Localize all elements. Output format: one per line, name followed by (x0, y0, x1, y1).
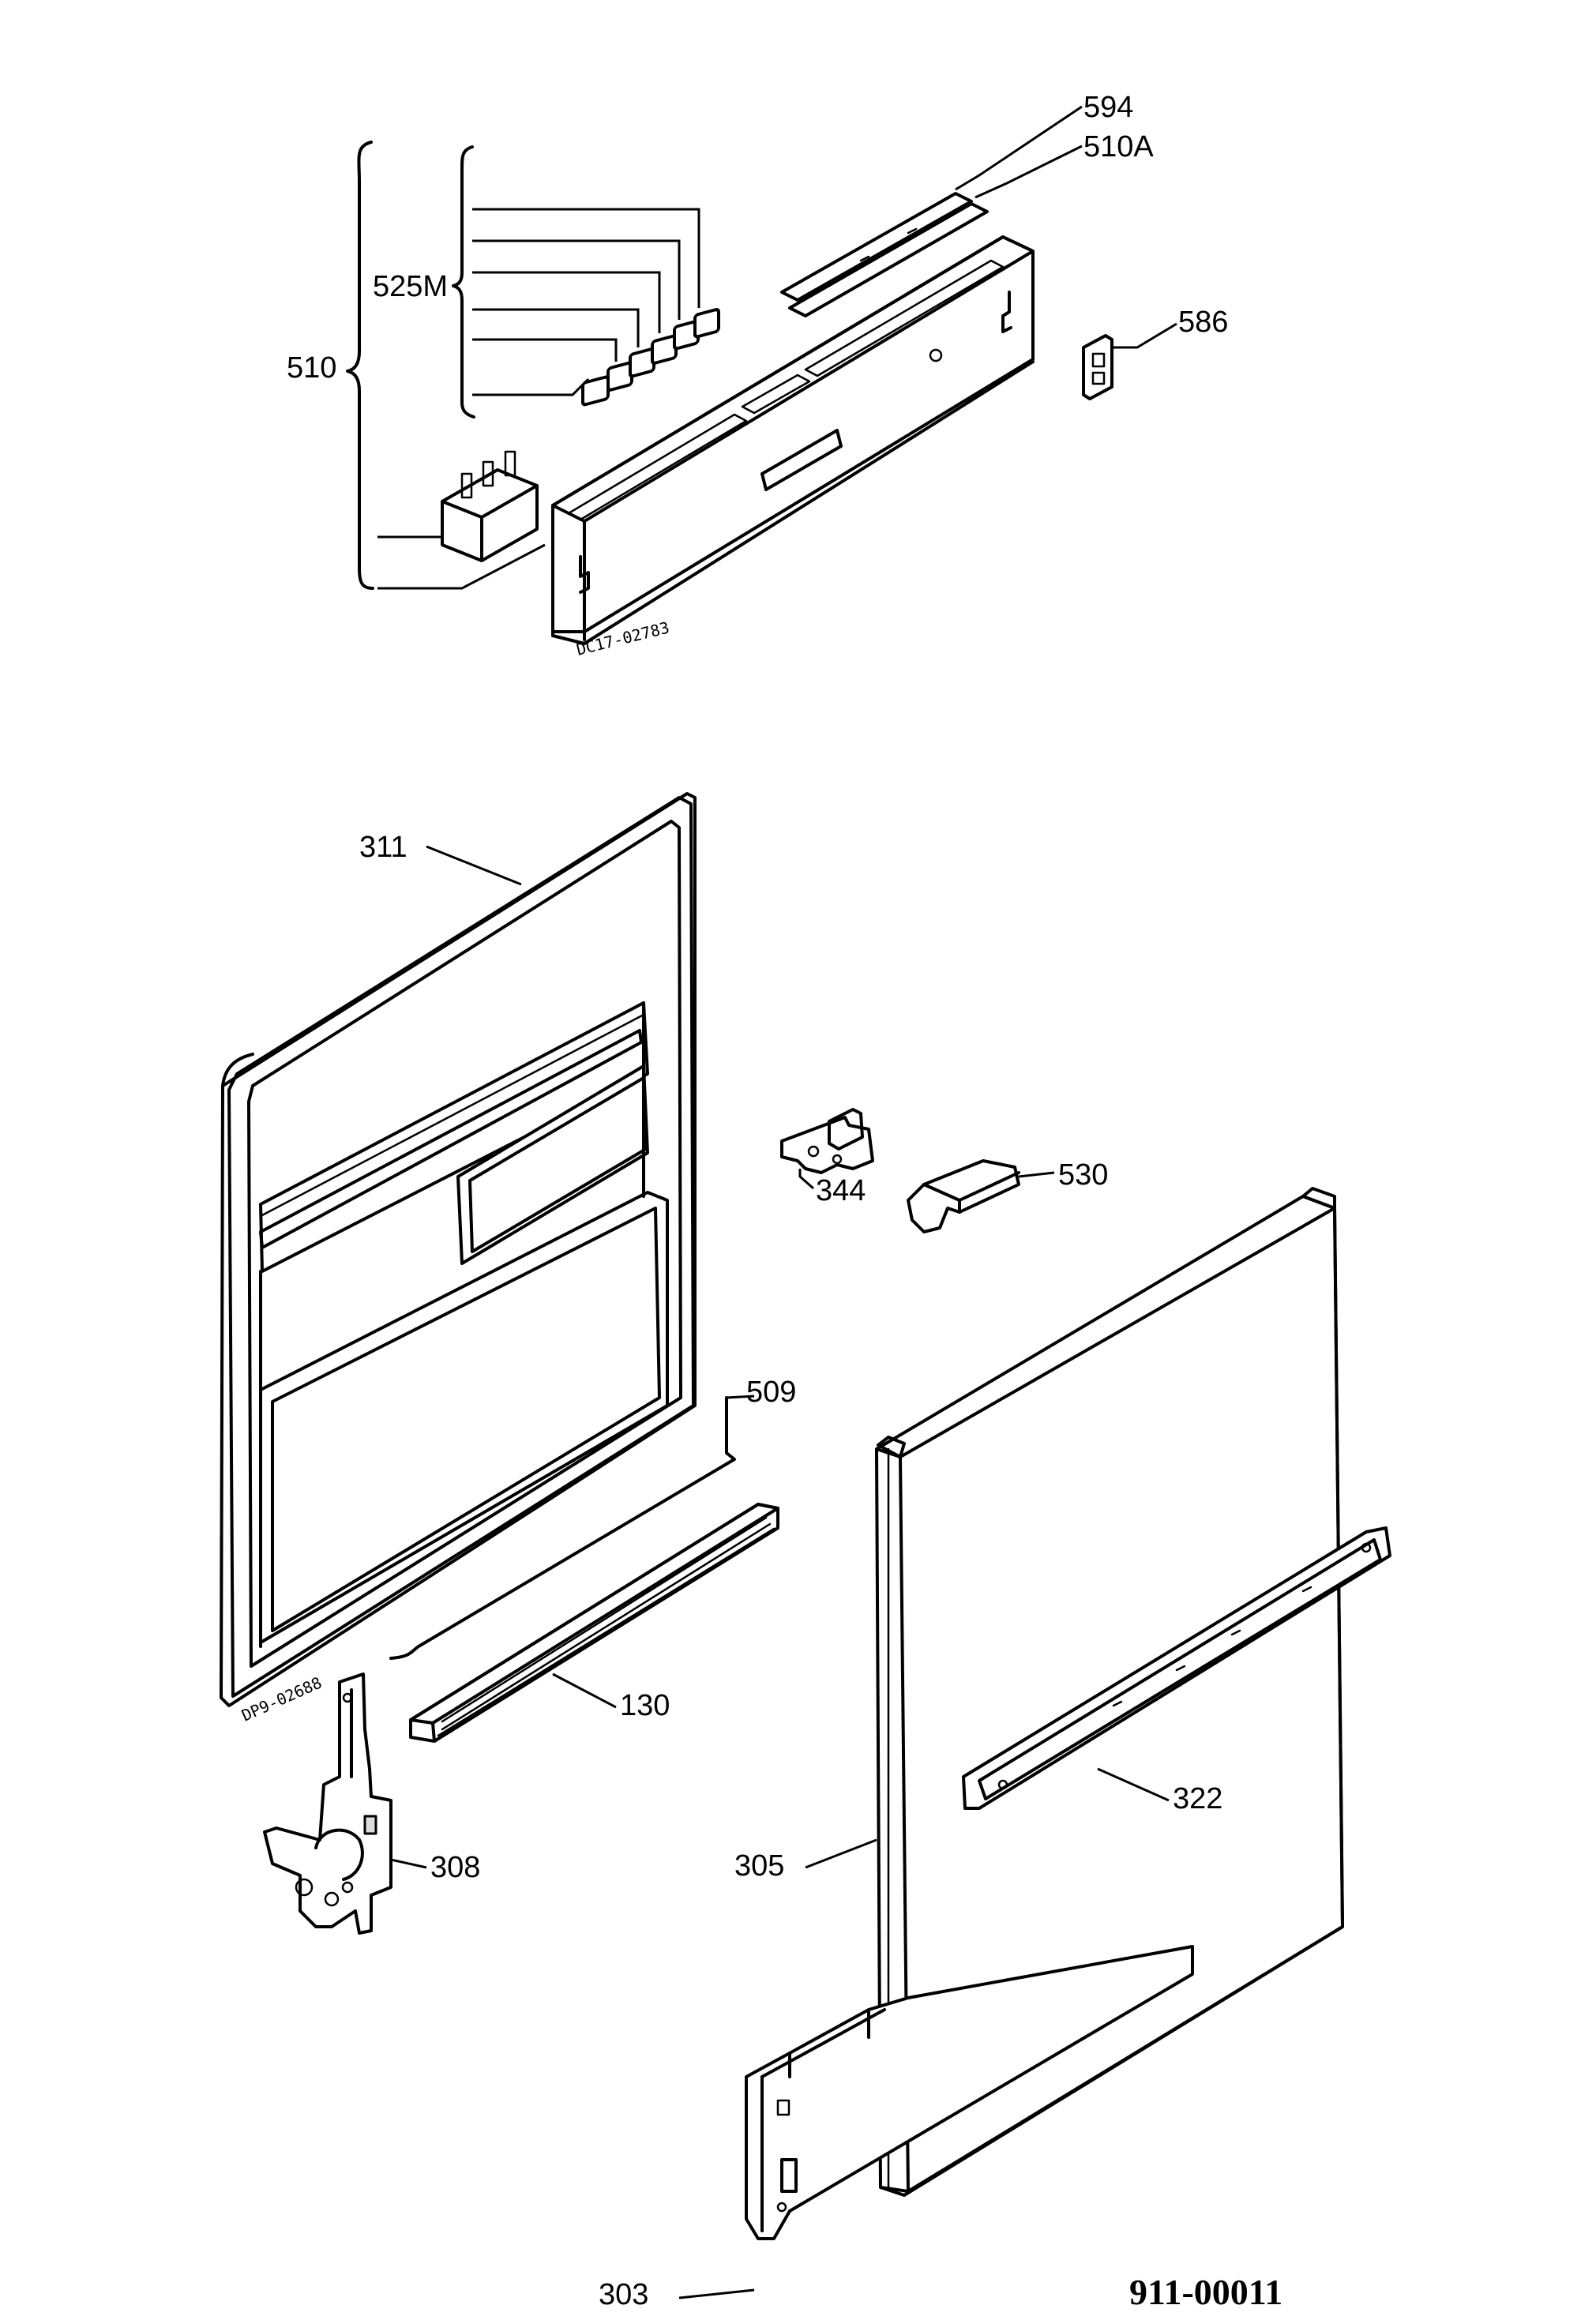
label-509: 509 (746, 1376, 796, 1409)
label-586: 586 (1178, 306, 1228, 339)
control-panel (551, 235, 1035, 645)
bracket-586 (1082, 334, 1113, 400)
seal-strip-130 (409, 1503, 779, 1743)
handle-rail-322 (962, 1526, 1391, 1810)
label-525m: 525M (373, 270, 448, 303)
switch-block (441, 450, 539, 562)
mounting-plate-303 (745, 1945, 1194, 2240)
label-510a: 510A (1083, 130, 1154, 163)
brace-510 (346, 141, 374, 590)
panel-trim-strip (780, 192, 989, 317)
hinge-308 (263, 1672, 392, 1935)
label-130: 130 (620, 1689, 670, 1722)
label-305: 305 (734, 1849, 784, 1883)
label-322: 322 (1173, 1782, 1222, 1815)
rod-509 (389, 1395, 755, 1660)
document-number: 911-00011 (1129, 2272, 1282, 2312)
handle-530 (907, 1159, 1020, 1233)
label-530: 530 (1058, 1158, 1108, 1192)
label-510: 510 (287, 351, 336, 385)
label-303: 303 (599, 2278, 648, 2311)
brace-525m (452, 145, 475, 419)
control-panel-assembly: DC17-02783 (346, 141, 1113, 659)
latch-344 (780, 1108, 874, 1190)
inner-door-311 (220, 792, 697, 1707)
label-594: 594 (1083, 91, 1133, 124)
label-308: 308 (430, 1851, 480, 1884)
button-leaders (472, 208, 700, 396)
label-311: 311 (359, 831, 407, 864)
label-344: 344 (816, 1174, 866, 1207)
button-set (581, 308, 720, 407)
